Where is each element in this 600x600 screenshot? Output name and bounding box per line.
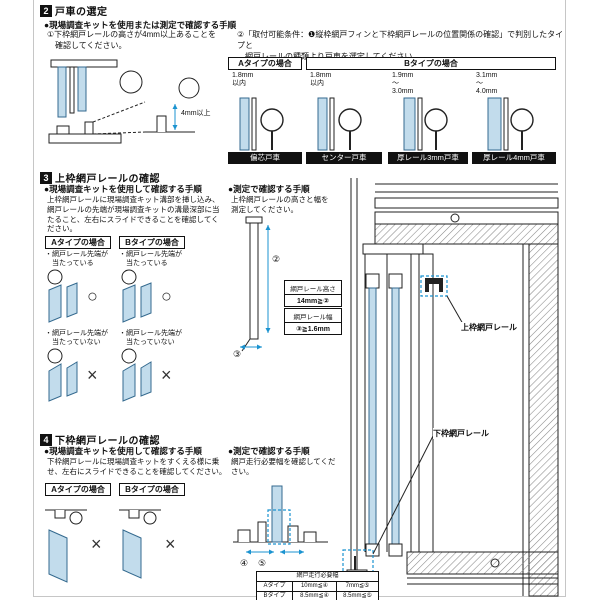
type-b-header-s4: Bタイプの場合 [119,483,185,496]
circle-5-label: ⑤ [258,558,267,568]
ok-label-b: ・網戸レール先端が 当たっている [119,251,182,267]
section3-kit-text: 上枠網戸レールに現場調査キット溝部を挿し込み、網戸レールの先端が現場調査キットの… [47,195,220,234]
lower-rail-callout: 下枠網戸レール [433,428,489,439]
table-cell: 10mm≦④ [292,581,337,592]
kit-figure [119,347,157,403]
section4-measure-text: 網戸走行必要幅を確認してください。 [231,457,336,476]
roller-drawing [306,72,382,152]
ng-mark: × [91,534,102,554]
section4-title: 下枠網戸レールの確認 [55,436,160,447]
section4-measure-heading: ●測定で確認する手順 [228,446,310,456]
section4-kit-heading: ●現場調査キットを使用して確認する手順 [44,446,202,456]
table-cell: 7mm≦⑤ [336,581,379,592]
ok-mark: ○ [87,286,98,306]
frame-detail-drawing [45,58,220,168]
ng-mark: × [161,365,172,385]
roller-label: 偏芯戸車 [228,152,302,164]
table-cell: 8.5mm≦⑤ [336,591,379,600]
roller-label: 厚レール3mm戸車 [388,152,468,164]
section3-header: 3 上枠網戸レールの確認 [40,170,160,185]
section4-header: 4 下枠網戸レールの確認 [40,432,160,447]
kit-figure [45,268,83,324]
ng-diagram-b: × [119,347,172,403]
kit-figure [119,268,157,324]
roller-drawing [388,72,468,152]
circle-4-label: ④ [240,558,249,568]
roller-dim: 1.8mm 以内 [232,72,254,88]
scoop-diagram-b: × [119,500,176,588]
kit-figure [119,500,161,588]
section2-title: 戸車の選定 [55,7,108,18]
rail-width-box: 網戸レール幅 ③≧1.6mm [284,308,342,335]
type-b-header-s3: Bタイプの場合 [119,236,185,249]
type-a-header-s2: Aタイプの場合 [228,57,302,70]
roller-block: 1.8mm 以内 [228,72,302,152]
section3-kit-heading: ●現場調査キットを使用して確認する手順 [44,184,202,194]
table-title: 網戸走行必要幅 [256,571,379,582]
roller-dim: 1.9mm ～ 3.0mm [392,72,414,96]
section3-measure-text: 上枠網戸レールの高さと幅を 測定してください。 [231,195,329,214]
section3-title: 上枠網戸レールの確認 [55,174,160,185]
ok-diagram-b: ○ [119,268,172,324]
section2-header: 2 戸車の選定 [40,3,108,18]
roller-block: 1.8mm 以内 [306,72,382,152]
section2-step1: ①下枠網戸レールの高さが4mm以上あることを 確認してください。 [47,30,216,50]
ng-mark: × [165,534,176,554]
table-row: Bタイプ 8.5mm≦④ 8.5mm≦⑤ [256,591,379,600]
ng-label-a: ・網戸レール先端が 当たっていない [45,330,108,346]
section2-procedure-heading: ●現場調査キットを使用または測定で確認する手順 [44,20,237,30]
type-a-header-s3: Aタイプの場合 [45,236,111,249]
roller-label: 厚レール4mm戸車 [472,152,556,164]
roller-dim: 1.8mm 以内 [310,72,332,88]
kit-figure [45,347,83,403]
ng-label-b: ・網戸レール先端が 当たっていない [119,330,182,346]
roller-label: センター戸車 [306,152,382,164]
section2-number-badge: 2 [40,4,52,17]
ng-diagram-a: × [45,347,98,403]
scoop-diagram-a: × [45,500,102,588]
ok-mark: ○ [161,286,172,306]
section2-step2: ②「取付可能条件：❶縦枠網戸フィンと下枠網戸レールの位置関係の確認」で判別したタ… [237,30,564,61]
type-b-header-s2: Bタイプの場合 [306,57,556,70]
rail-width-value: ③≧1.6mm [296,325,330,333]
rail-height-label: 網戸レール高さ [285,281,341,295]
section3-number-badge: 3 [40,171,52,184]
sill-measure-drawing [228,472,333,558]
rail-height-box: 網戸レール高さ 14mm≧② [284,280,342,307]
roller-block: 1.9mm ～ 3.0mm [388,72,468,152]
section3-measure-heading: ●測定で確認する手順 [228,184,310,194]
circle-3-label: ③ [233,349,242,359]
travel-width-table: 網戸走行必要幅 Aタイプ 10mm≦④ 7mm≦⑤ Bタイプ 8.5mm≦④ 8… [256,571,379,600]
kit-figure [45,500,87,588]
dim-4mm-label: 4mm以上 [181,110,211,117]
roller-drawing [228,72,302,152]
rail-width-label: 網戸レール幅 [285,309,341,323]
roller-block: 3.1mm ～ 4.0mm [472,72,556,152]
type-a-header-s4: Aタイプの場合 [45,483,111,496]
section4-kit-text: 下枠網戸レールに現場調査キットをすくえる様に乗せ、左右にスライドできることを確認… [47,457,227,476]
ok-label-a: ・網戸レール先端が 当たっている [45,251,108,267]
table-cell: 8.5mm≦④ [292,591,337,600]
roller-dim: 3.1mm ～ 4.0mm [476,72,498,96]
rail-height-value: 14mm≧② [296,297,330,305]
table-cell: Aタイプ [256,581,293,592]
upper-rail-callout: 上枠網戸レール [461,322,517,333]
ok-diagram-a: ○ [45,268,98,324]
circle-2-label: ② [272,254,281,264]
measurement-tool-drawing [232,215,327,355]
table-row: Aタイプ 10mm≦④ 7mm≦⑤ [256,581,379,592]
table-cell: Bタイプ [256,591,293,600]
ng-mark: × [87,365,98,385]
roller-drawing [472,72,556,152]
section4-number-badge: 4 [40,433,52,446]
cross-section-drawing [335,178,560,598]
